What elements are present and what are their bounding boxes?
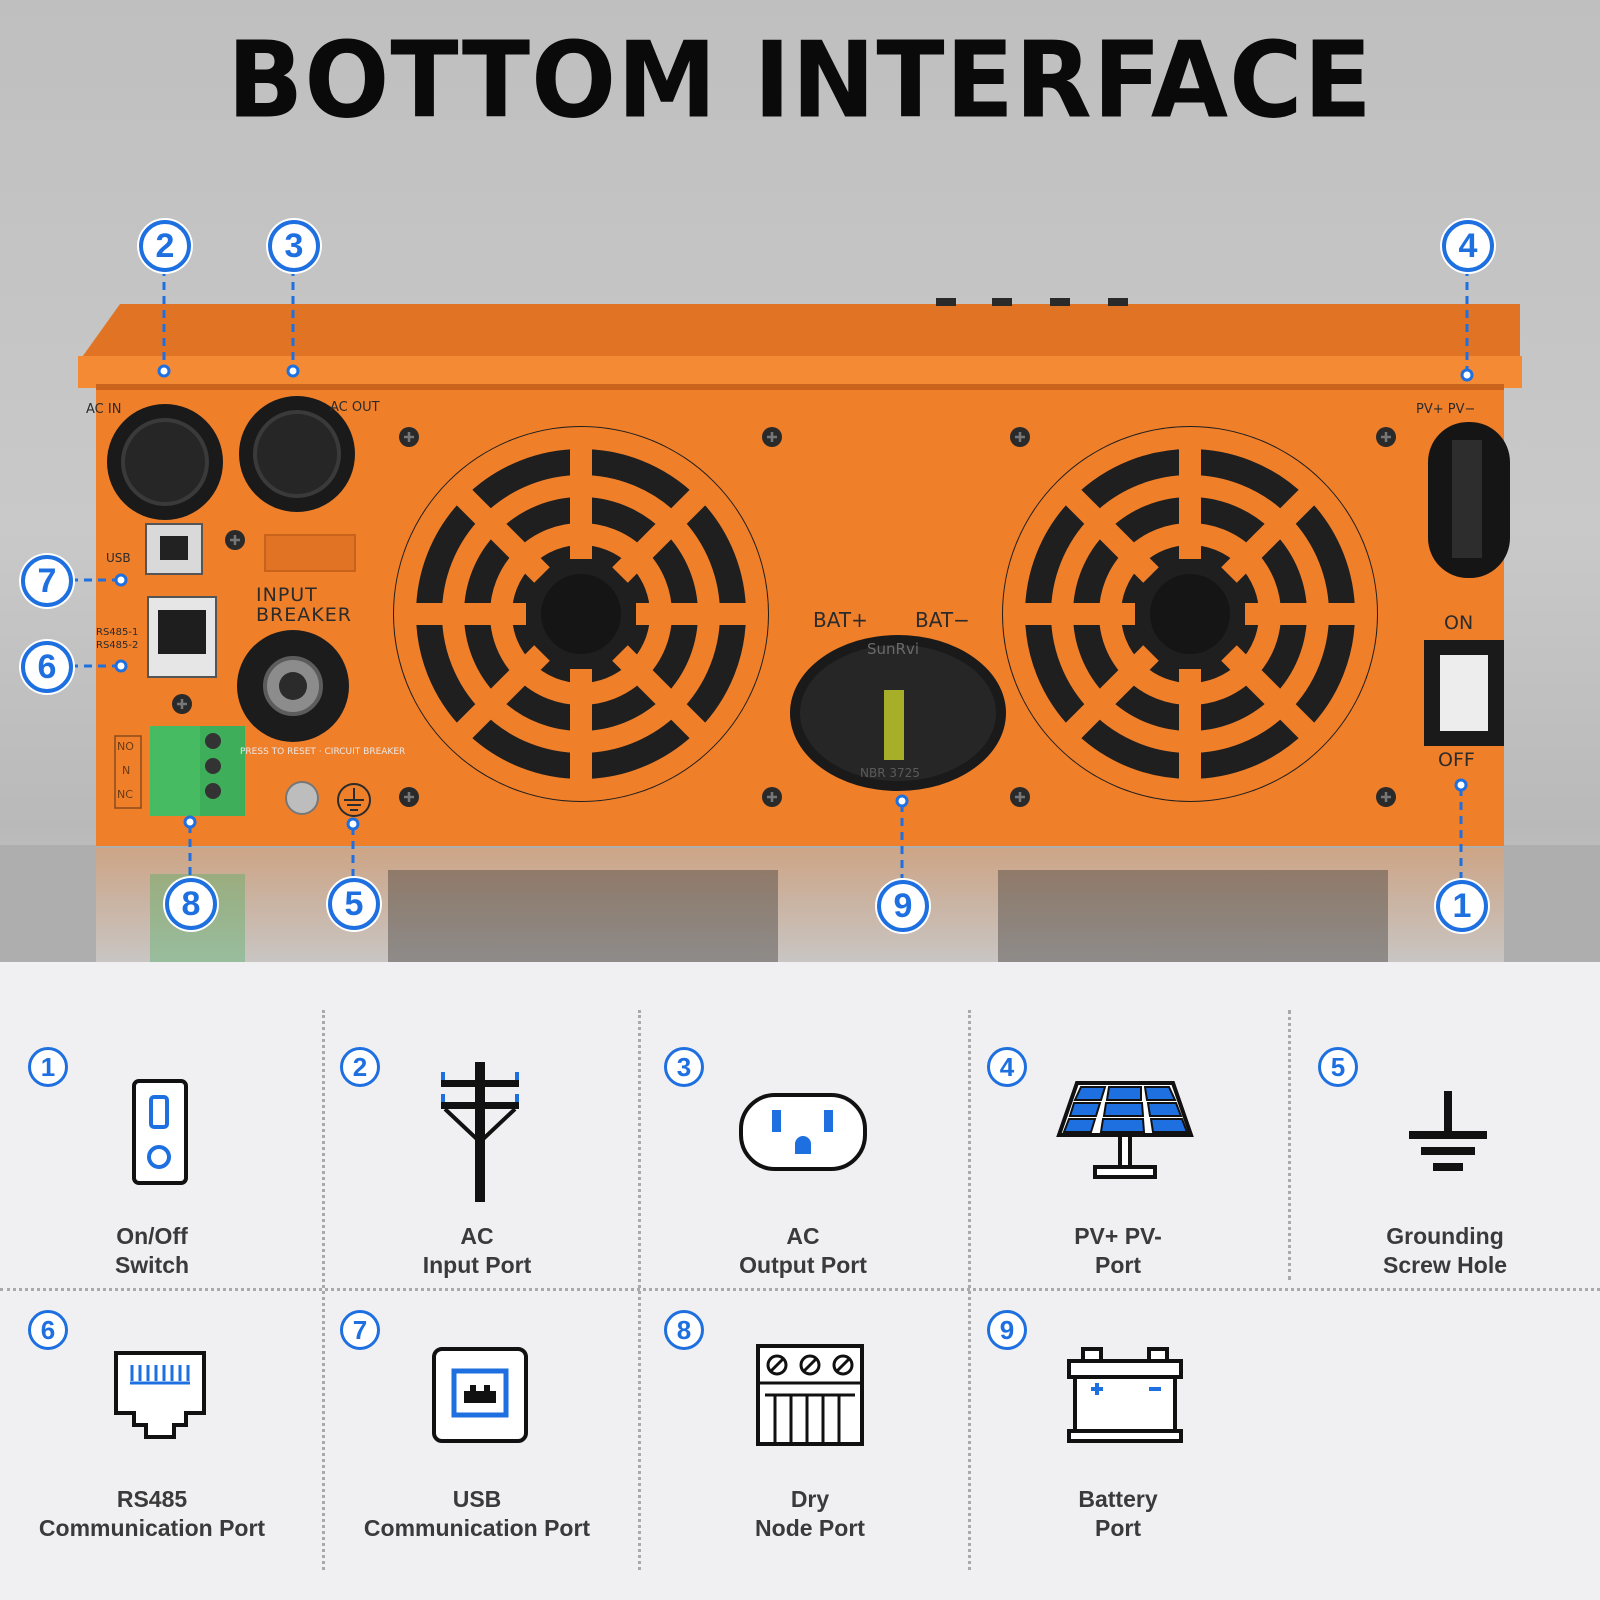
ac-in-label: AC IN: [86, 402, 122, 417]
legend-label-line1: Grounding: [1386, 1223, 1504, 1249]
legend-divider: [1288, 1010, 1291, 1280]
bat-minus-label: BAT−: [915, 608, 970, 632]
rs485-2-label: RS485-2: [96, 640, 139, 651]
inverter-device-illustration: [0, 268, 1600, 962]
legend-item-ac-input: 2 AC Input Port: [320, 1047, 640, 1317]
legend-label-line2: Communication Port: [363, 1515, 591, 1541]
legend-label-line2: Port: [1095, 1252, 1141, 1278]
ac-outlet-icon: [643, 1057, 963, 1207]
battery-icon: [965, 1320, 1285, 1470]
legend-label-line1: RS485: [116, 1486, 188, 1512]
dry-contact-nc-label: NC: [117, 788, 133, 801]
bat-plus-label: BAT+: [813, 608, 868, 632]
input-breaker-label-line2: BREAKER: [256, 604, 352, 626]
legend-label-line2: Output Port: [739, 1252, 867, 1278]
legend-item-dry-node: 8 Dry Node Port: [640, 1310, 960, 1580]
dry-contact-n-label: N: [122, 764, 131, 777]
legend-label-line1: Battery: [1078, 1486, 1158, 1512]
callout-7: 7: [21, 555, 73, 607]
brand-label: SunRvi: [867, 640, 920, 658]
legend-label-line1: AC: [786, 1223, 820, 1249]
callout-6: 6: [21, 641, 73, 693]
callout-3: 3: [268, 220, 320, 272]
legend-divider: [0, 1288, 1600, 1291]
switch-off-label: OFF: [1438, 749, 1475, 771]
legend-number: 4: [987, 1047, 1027, 1087]
legend-item-battery: 9 Battery Port: [965, 1310, 1285, 1580]
callout-2: 2: [139, 220, 191, 272]
legend-label-line1: On/Off: [116, 1223, 188, 1249]
ac-out-label: AC OUT: [330, 400, 380, 415]
rs485-1-label: RS485-1: [96, 627, 139, 638]
legend-item-pv-port: 4 PV+ PV- Port: [965, 1047, 1285, 1317]
callout-1: 1: [1436, 880, 1488, 932]
terminal-block-icon: [650, 1320, 970, 1470]
rocker-switch-icon: [0, 1057, 320, 1207]
legend-item-grounding: 5 Grounding Screw Hole: [1288, 1047, 1600, 1317]
legend-label-line2: Communication Port: [38, 1515, 266, 1541]
product-photo-area: BOTTOM INTERFACE: [0, 0, 1600, 962]
legend-label-line1: PV+ PV-: [1074, 1223, 1162, 1249]
legend-label-line2: Switch: [114, 1252, 190, 1278]
legend-label-line1: USB: [452, 1486, 502, 1512]
legend-number: 5: [1318, 1047, 1358, 1087]
legend-item-rs485: 6 RS485 Communication Port: [0, 1310, 320, 1580]
legend-item-usb: 7 USB Communication Port: [320, 1310, 640, 1580]
usb-b-port-icon: [320, 1320, 640, 1470]
rj45-port-icon: [0, 1320, 320, 1470]
dry-contact-no-label: NO: [117, 740, 134, 753]
usb-label: USB: [106, 551, 131, 565]
power-pole-icon: [320, 1057, 640, 1207]
legend-label-line2: Screw Hole: [1383, 1252, 1507, 1278]
legend-label-line1: AC: [460, 1223, 494, 1249]
legend-number: 2: [340, 1047, 380, 1087]
switch-on-label: ON: [1444, 612, 1474, 634]
legend-label-line2: Input Port: [422, 1252, 532, 1278]
legend-label-line2: Node Port: [755, 1515, 865, 1541]
ground-icon: [1288, 1057, 1600, 1207]
legend-number: 1: [28, 1047, 68, 1087]
callout-4: 4: [1442, 220, 1494, 272]
grommet-code-label: NBR 3725: [860, 766, 920, 780]
page-title: BOTTOM INTERFACE: [227, 19, 1373, 142]
legend-number: 9: [987, 1310, 1027, 1350]
legend-number: 6: [28, 1310, 68, 1350]
port-legend: 1 On/Off Switch 2: [0, 962, 1600, 1600]
legend-number: 3: [664, 1047, 704, 1087]
callout-8: 8: [165, 878, 217, 930]
legend-label-line2: Port: [1095, 1515, 1141, 1541]
legend-label-line1: Dry: [790, 1486, 830, 1512]
breaker-ring-text: PRESS TO RESET · CIRCUIT BREAKER: [240, 747, 406, 757]
callout-5: 5: [328, 878, 380, 930]
input-breaker-label-line1: INPUT: [256, 584, 318, 606]
solar-panel-icon: [965, 1057, 1285, 1207]
legend-item-on-off-switch: 1 On/Off Switch: [0, 1047, 320, 1317]
pv-label: PV+ PV−: [1416, 402, 1476, 417]
legend-number: 8: [664, 1310, 704, 1350]
legend-item-ac-output: 3 AC Output Port: [640, 1047, 960, 1317]
callout-9: 9: [877, 880, 929, 932]
legend-number: 7: [340, 1310, 380, 1350]
